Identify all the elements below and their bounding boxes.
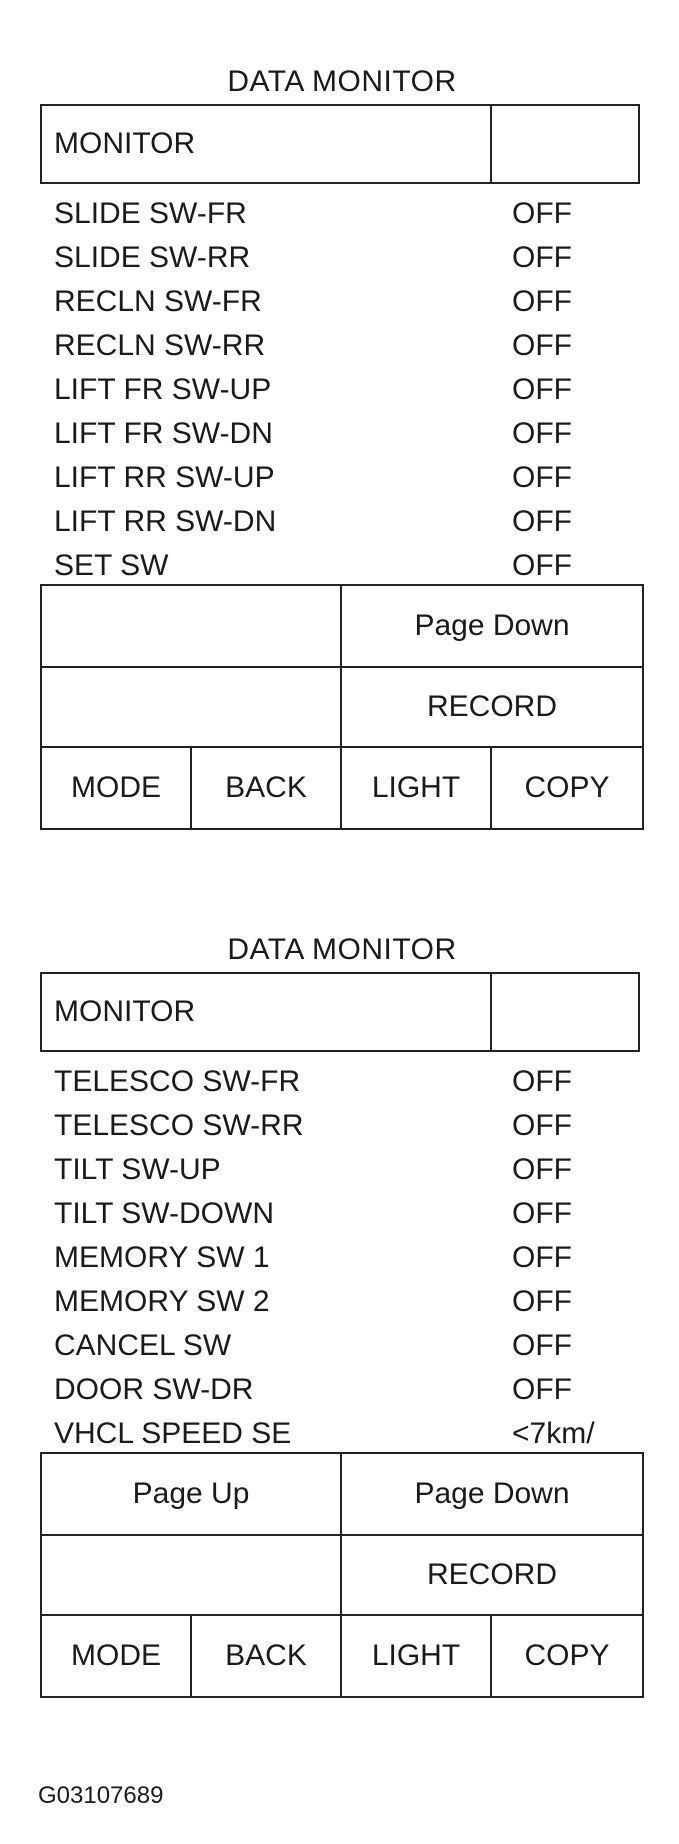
copy-button[interactable]: COPY — [524, 771, 610, 804]
mode-button[interactable]: MODE — [71, 771, 161, 804]
monitor-header-label: MONITOR — [54, 995, 196, 1028]
monitor-item-value: OFF — [512, 197, 572, 230]
monitor-row: LIFT FR SW-DN OFF — [54, 412, 640, 456]
monitor-header: MONITOR — [40, 104, 640, 184]
monitor-item-value: OFF — [512, 1285, 572, 1318]
monitor-item-name: TILT SW-UP — [54, 1153, 221, 1186]
grid-divider — [42, 746, 642, 748]
grid-divider — [490, 748, 492, 828]
monitor-item-value: OFF — [512, 1241, 572, 1274]
monitor-row: RECLN SW-FR OFF — [54, 280, 640, 324]
monitor-row: VHCL SPEED SE <7km/ — [54, 1412, 640, 1456]
monitor-item-name: SLIDE SW-RR — [54, 241, 251, 274]
monitor-item-value: OFF — [512, 1373, 572, 1406]
monitor-item-value: OFF — [512, 1065, 572, 1098]
light-button[interactable]: LIGHT — [371, 1639, 461, 1672]
empty-button[interactable] — [42, 668, 340, 746]
monitor-row: TELESCO SW-FR OFF — [54, 1060, 640, 1104]
monitor-item-value: OFF — [512, 285, 572, 318]
page-down-button[interactable]: Page Down — [414, 609, 570, 642]
monitor-item-value: OFF — [512, 373, 572, 406]
monitor-row: MEMORY SW 2 OFF — [54, 1280, 640, 1324]
monitor-item-name: TELESCO SW-RR — [54, 1109, 304, 1142]
monitor-item-name: RECLN SW-RR — [54, 329, 266, 362]
page-up-button[interactable] — [42, 586, 340, 666]
monitor-item-name: LIFT RR SW-DN — [54, 505, 277, 538]
data-monitor-panel-2: DATA MONITOR MONITOR TELESCO SW-FR OFF T… — [40, 932, 644, 1712]
empty-button[interactable] — [42, 1536, 340, 1614]
monitor-row: CANCEL SW OFF — [54, 1324, 640, 1368]
monitor-item-value: OFF — [512, 461, 572, 494]
monitor-item-value: OFF — [512, 241, 572, 274]
monitor-rows: TELESCO SW-FR OFF TELESCO SW-RR OFF TILT… — [54, 1060, 640, 1456]
monitor-item-value: OFF — [512, 1197, 572, 1230]
monitor-row: TELESCO SW-RR OFF — [54, 1104, 640, 1148]
grid-divider — [42, 666, 642, 668]
monitor-item-name: MEMORY SW 1 — [54, 1241, 270, 1274]
monitor-item-name: TILT SW-DOWN — [54, 1197, 274, 1230]
monitor-row: LIFT FR SW-UP OFF — [54, 368, 640, 412]
header-divider — [490, 974, 492, 1050]
monitor-row: TILT SW-DOWN OFF — [54, 1192, 640, 1236]
monitor-item-value: OFF — [512, 417, 572, 450]
monitor-item-name: VHCL SPEED SE — [54, 1417, 292, 1450]
monitor-item-name: LIFT FR SW-DN — [54, 417, 273, 450]
page-up-button[interactable]: Page Up — [132, 1477, 250, 1510]
monitor-item-name: MEMORY SW 2 — [54, 1285, 270, 1318]
header-divider — [490, 106, 492, 182]
panel-title: DATA MONITOR — [227, 65, 457, 98]
back-button[interactable]: BACK — [225, 771, 307, 804]
monitor-item-value: <7km/ — [512, 1417, 595, 1450]
monitor-item-name: TELESCO SW-FR — [54, 1065, 301, 1098]
monitor-row: SET SW OFF — [54, 544, 640, 588]
data-monitor-panel-1: DATA MONITOR MONITOR SLIDE SW-FR OFF SLI… — [40, 64, 644, 830]
monitor-row: SLIDE SW-FR OFF — [54, 192, 640, 236]
grid-divider — [340, 586, 342, 828]
record-button[interactable]: RECORD — [426, 1558, 557, 1591]
light-button[interactable]: LIGHT — [371, 771, 461, 804]
monitor-item-name: SET SW — [54, 549, 169, 582]
monitor-item-value: OFF — [512, 329, 572, 362]
copy-button[interactable]: COPY — [524, 1639, 610, 1672]
back-button[interactable]: BACK — [225, 1639, 307, 1672]
page-down-button[interactable]: Page Down — [414, 1477, 570, 1510]
button-grid: Page Down RECORD MODE BACK LIGHT COPY — [40, 584, 644, 830]
monitor-item-name: CANCEL SW — [54, 1329, 232, 1362]
monitor-item-name: LIFT FR SW-UP — [54, 373, 272, 406]
monitor-item-name: LIFT RR SW-UP — [54, 461, 275, 494]
grid-divider — [190, 748, 192, 828]
monitor-item-value: OFF — [512, 505, 572, 538]
grid-divider — [42, 1534, 642, 1536]
monitor-item-value: OFF — [512, 549, 572, 582]
grid-divider — [490, 1616, 492, 1696]
monitor-row: MEMORY SW 1 OFF — [54, 1236, 640, 1280]
monitor-row: SLIDE SW-RR OFF — [54, 236, 640, 280]
figure-caption: G03107689 — [38, 1782, 164, 1809]
monitor-header: MONITOR — [40, 972, 640, 1052]
grid-divider — [190, 1616, 192, 1696]
mode-button[interactable]: MODE — [71, 1639, 161, 1672]
record-button[interactable]: RECORD — [426, 690, 557, 723]
monitor-item-name: RECLN SW-FR — [54, 285, 262, 318]
monitor-row: TILT SW-UP OFF — [54, 1148, 640, 1192]
monitor-row: DOOR SW-DR OFF — [54, 1368, 640, 1412]
monitor-row: LIFT RR SW-DN OFF — [54, 500, 640, 544]
button-grid: Page Up Page Down RECORD MODE BACK LIGHT… — [40, 1452, 644, 1698]
monitor-header-label: MONITOR — [54, 127, 196, 160]
monitor-item-name: DOOR SW-DR — [54, 1373, 254, 1406]
grid-divider — [340, 1454, 342, 1696]
monitor-row: LIFT RR SW-UP OFF — [54, 456, 640, 500]
monitor-item-value: OFF — [512, 1329, 572, 1362]
monitor-row: RECLN SW-RR OFF — [54, 324, 640, 368]
monitor-rows: SLIDE SW-FR OFF SLIDE SW-RR OFF RECLN SW… — [54, 192, 640, 588]
grid-divider — [42, 1614, 642, 1616]
monitor-item-value: OFF — [512, 1153, 572, 1186]
monitor-item-value: OFF — [512, 1109, 572, 1142]
panel-title: DATA MONITOR — [227, 933, 457, 966]
monitor-item-name: SLIDE SW-FR — [54, 197, 247, 230]
